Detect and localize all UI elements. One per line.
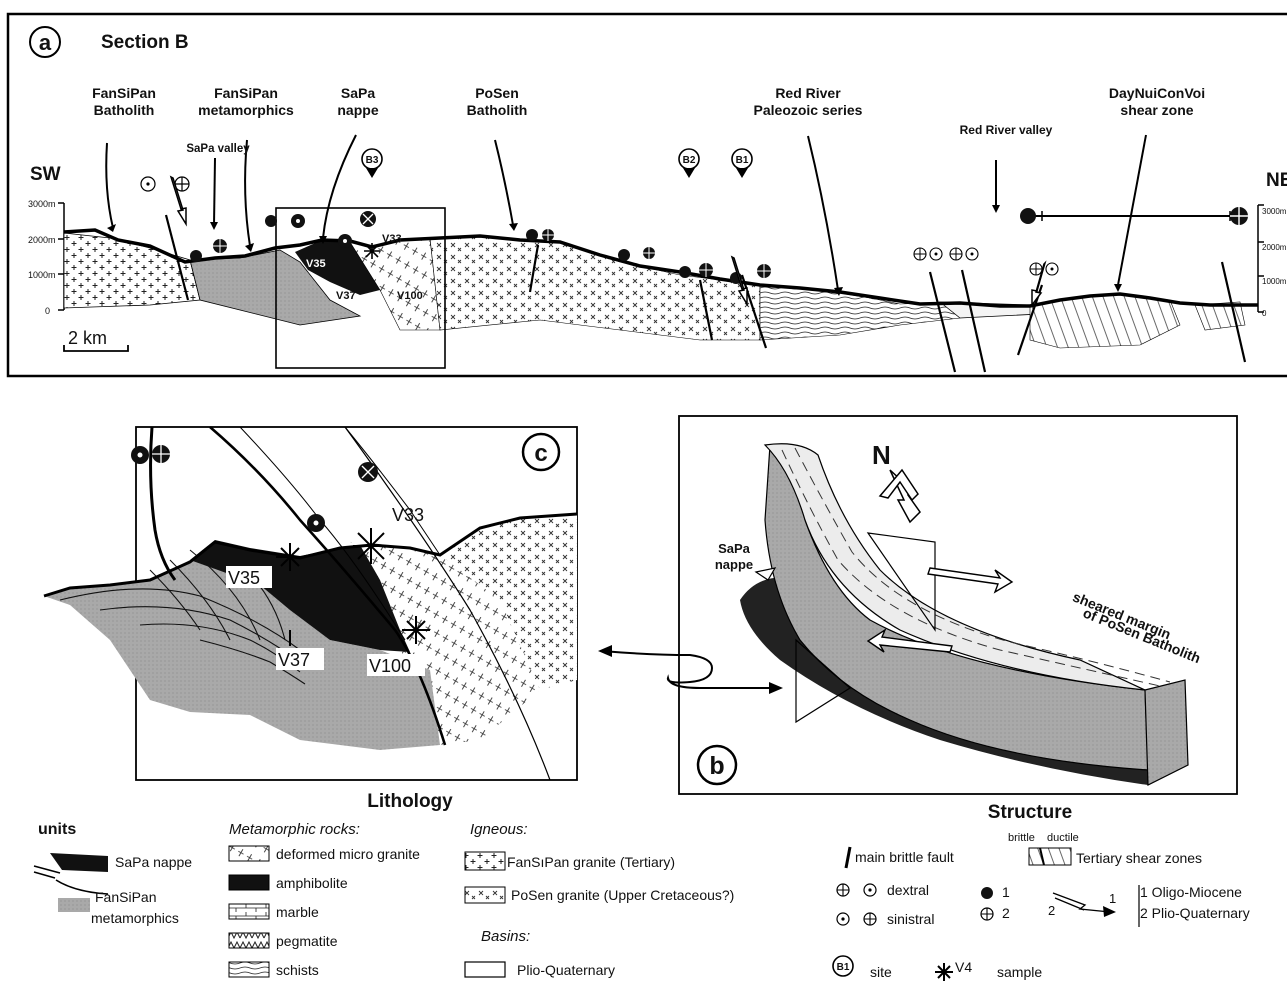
sapa-nappe-pointer (756, 568, 775, 580)
svg-text:marble: marble (276, 904, 319, 920)
svg-text:0: 0 (45, 306, 50, 316)
svg-text:Basins:: Basins: (481, 928, 530, 945)
legend-structure: main brittle fault brittle ductile Terti… (833, 832, 1250, 981)
svg-text:Batholith: Batholith (467, 102, 528, 118)
elevation-axis-right: 3000m 2000m 1000m 0 (1258, 205, 1287, 318)
sapa-nappe-label-b-2: nappe (715, 557, 753, 572)
svg-text:2 Plio-Quaternary: 2 Plio-Quaternary (1140, 905, 1250, 921)
svg-text:Metamorphic rocks:: Metamorphic rocks: (229, 821, 360, 838)
block-end-face (1145, 680, 1188, 785)
svg-text:V100: V100 (369, 656, 411, 676)
sample-star-a (364, 243, 380, 259)
site-pin-b3: B3 (362, 149, 382, 178)
panel-a-labels: FanSiPan Batholith FanSiPan metamorphics… (92, 85, 1205, 155)
svg-text:0: 0 (1262, 309, 1267, 318)
site-pin-b1: B1 (732, 149, 752, 178)
panel-c-letter: c (534, 440, 547, 467)
svg-text:FanSiPan: FanSiPan (92, 85, 156, 101)
panel-a-letter: a (39, 30, 52, 55)
ne-label: NE (1266, 170, 1287, 191)
panel-a-section: a Section B SW NE 3000m 2000m 1000m 0 30… (8, 14, 1287, 376)
svg-text:ductile: ductile (1047, 832, 1079, 844)
svg-text:V33: V33 (392, 505, 424, 525)
connector-arrow (598, 645, 783, 694)
svg-text:B1: B1 (837, 962, 850, 973)
legend-igneous: Igneous: FanSıPan granite (Tertiary) PoS… (465, 821, 734, 978)
svg-text:3000m: 3000m (1262, 207, 1287, 216)
svg-text:metamorphics: metamorphics (91, 910, 179, 926)
svg-text:1000m: 1000m (1262, 277, 1287, 286)
sample-label-a-v37: V37 (336, 290, 356, 302)
svg-text:FanSiPan: FanSiPan (95, 889, 156, 905)
svg-text:metamorphics: metamorphics (198, 102, 294, 118)
scale-bar: 2 km (64, 328, 128, 351)
site-pin-b2: B2 (679, 149, 699, 178)
svg-text:V35: V35 (228, 568, 260, 588)
legend-units: units SaPa nappe FanSiPan metamorphics (34, 821, 192, 926)
svg-text:amphibolite: amphibolite (276, 875, 348, 891)
lithology-heading: Lithology (367, 791, 453, 812)
svg-text:Paleozoic series: Paleozoic series (754, 102, 863, 118)
sapa-nappe-label-b-1: SaPa (718, 541, 751, 556)
svg-text:1 Oligo-Miocene: 1 Oligo-Miocene (1140, 884, 1242, 900)
svg-text:Red River valley: Red River valley (960, 123, 1053, 137)
svg-text:schists: schists (276, 962, 319, 978)
svg-text:DayNuiConVoi: DayNuiConVoi (1109, 85, 1205, 101)
panel-c-inset: V33 V35 V37 V100 c (44, 427, 577, 780)
svg-text:Igneous:: Igneous: (470, 821, 528, 838)
svg-text:SaPa nappe: SaPa nappe (115, 854, 192, 870)
elevation-axis-left: 3000m 2000m 1000m 0 (28, 199, 64, 316)
svg-text:N: N (872, 440, 891, 470)
svg-text:2000m: 2000m (1262, 243, 1287, 252)
svg-text:SaPa: SaPa (341, 85, 375, 101)
north-arrow: N (872, 440, 920, 522)
svg-text:PoSen: PoSen (475, 85, 519, 101)
sample-label-a-v35: V35 (306, 258, 326, 270)
svg-text:FanSiPan: FanSiPan (214, 85, 278, 101)
svg-text:sinistral: sinistral (887, 911, 934, 927)
kinematic-markers-c (131, 445, 378, 532)
dnc-extent-bar (1020, 207, 1248, 225)
sample-label-a-v33: V33 (382, 233, 402, 245)
svg-text:B3: B3 (366, 155, 379, 166)
svg-text:PoSen granite (Upper Cretaceou: PoSen granite (Upper Cretaceous?) (511, 887, 734, 903)
svg-text:SaPa valley: SaPa valley (186, 143, 250, 155)
svg-text:2 km: 2 km (68, 328, 107, 348)
section-title: Section B (101, 32, 189, 53)
svg-text:pegmatite: pegmatite (276, 933, 338, 949)
svg-text:main brittle fault: main brittle fault (855, 849, 954, 865)
svg-text:nappe: nappe (337, 102, 378, 118)
svg-text:1000m: 1000m (28, 270, 56, 280)
svg-text:site: site (870, 964, 892, 980)
sw-label: SW (30, 164, 61, 185)
svg-text:shear zone: shear zone (1120, 102, 1193, 118)
svg-text:2: 2 (1002, 905, 1010, 921)
svg-text:Tertiary shear zones: Tertiary shear zones (1076, 850, 1202, 866)
panel-b-letter: b (709, 752, 724, 780)
svg-text:deformed micro granite: deformed micro granite (276, 846, 420, 862)
svg-text:V4: V4 (955, 959, 972, 975)
svg-text:Batholith: Batholith (94, 102, 155, 118)
svg-text:B2: B2 (683, 155, 696, 166)
svg-text:B1: B1 (736, 155, 749, 166)
sheared-margin-label-2: of PoSen Batholith (1081, 604, 1203, 666)
svg-text:dextral: dextral (887, 882, 929, 898)
svg-text:units: units (38, 821, 76, 838)
svg-text:2000m: 2000m (28, 235, 56, 245)
svg-text:Red River: Red River (775, 85, 841, 101)
svg-text:sample: sample (997, 964, 1042, 980)
sample-label-a-v100: V100 (397, 290, 423, 302)
svg-text:Plio-Quaternary: Plio-Quaternary (517, 962, 615, 978)
svg-text:1: 1 (1109, 891, 1116, 906)
svg-text:2: 2 (1048, 903, 1055, 918)
svg-text:1: 1 (1002, 884, 1010, 900)
legend-metamorphic: Metamorphic rocks: deformed micro granit… (229, 821, 420, 978)
structure-heading: Structure (988, 802, 1072, 823)
svg-text:V37: V37 (278, 650, 310, 670)
svg-text:FanSıPan granite (Tertiary): FanSıPan granite (Tertiary) (507, 854, 675, 870)
svg-text:3000m: 3000m (28, 199, 56, 209)
panel-b-block: N SaPa nappe sheared margin of PoSen Bat… (679, 416, 1237, 794)
svg-text:brittle: brittle (1008, 832, 1035, 844)
